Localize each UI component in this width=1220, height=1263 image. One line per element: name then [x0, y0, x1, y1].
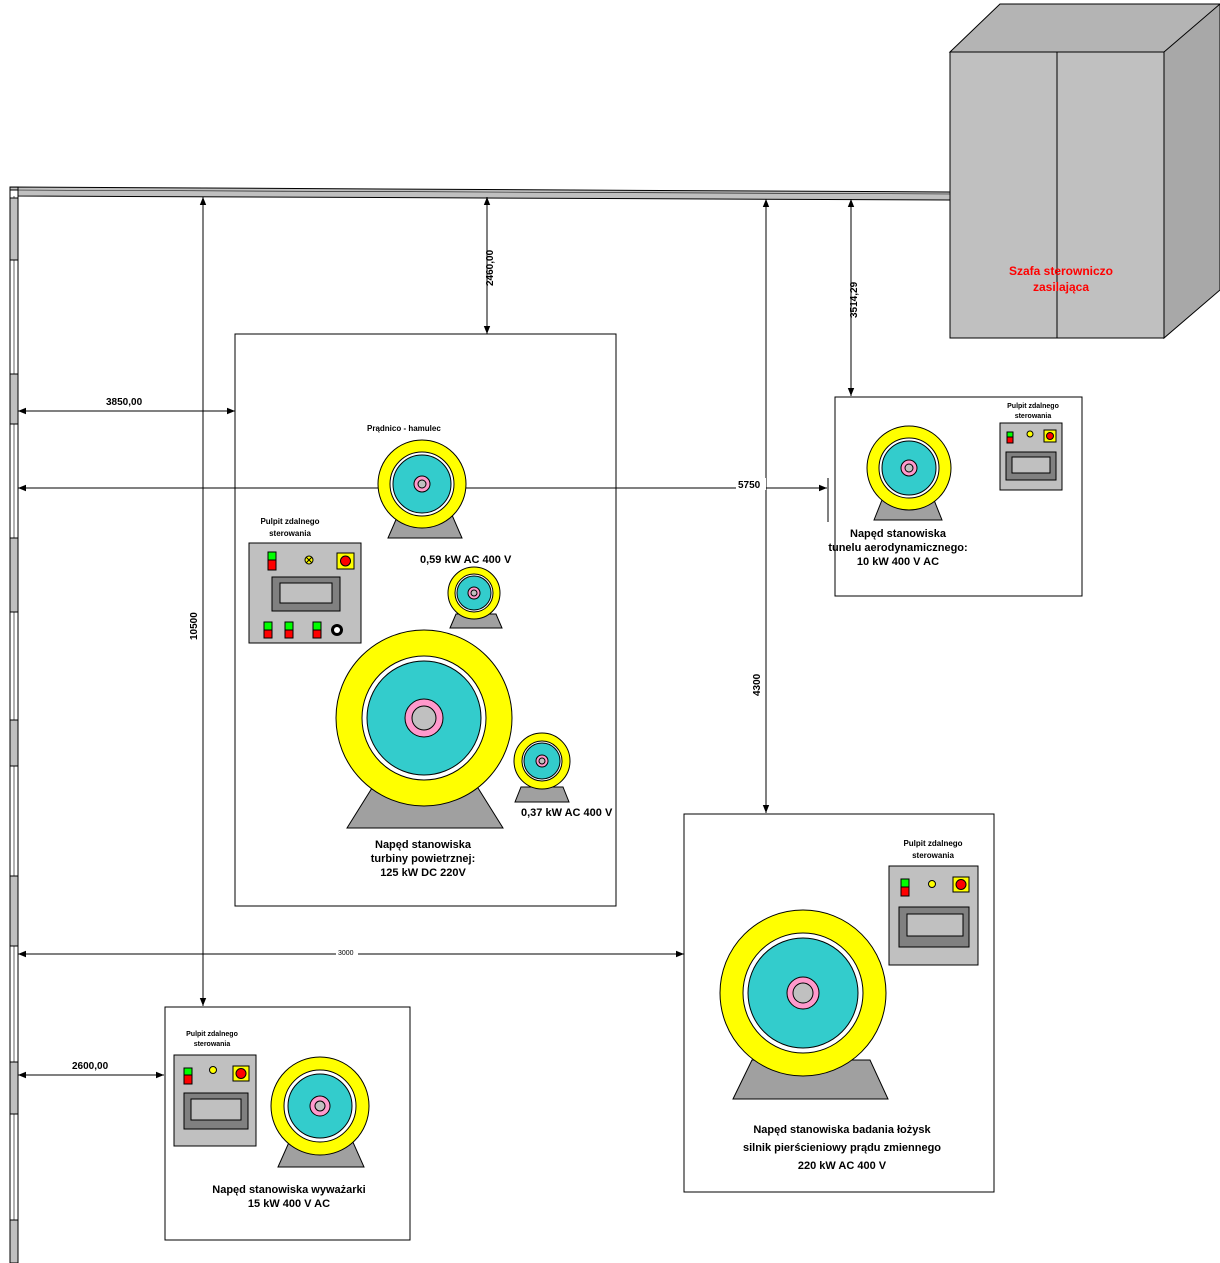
tunnel-label-line2: tunelu aerodynamicznego:: [828, 542, 967, 554]
tunnel-label-line3: 10 kW 400 V AC: [857, 556, 939, 568]
station-tunnel-frame: [834, 396, 1083, 597]
turbine-label-line1: Napęd stanowiska: [375, 839, 472, 851]
turbine-label-line3: 125 kW DC 220V: [380, 867, 466, 879]
bearing-label-line2: silnik pierścieniowy prądu zmiennego: [743, 1142, 941, 1154]
dim-label-2460: 2460,00: [485, 249, 496, 286]
balancer-panel-label-line2: sterowania: [194, 1041, 231, 1048]
station-turbine-frame: [234, 333, 617, 907]
turbine-panel-label-line1: Pulpit zdalnego: [260, 517, 319, 526]
balancer-label-line2: 15 kW 400 V AC: [248, 1198, 330, 1210]
vertical-cable-trunk: [9, 197, 19, 1263]
dim-label-10500: 10500: [189, 612, 200, 640]
bearing-label-line3: 220 kW AC 400 V: [798, 1160, 887, 1172]
balancer-control-panel: [173, 1054, 257, 1147]
generator-brake-motor-icon: [377, 439, 467, 539]
tunnel-control-panel: [999, 422, 1063, 491]
station-balancer-frame: [164, 1006, 411, 1241]
turbine-panel-label-line2: sterowania: [269, 529, 311, 538]
dim-label-4300: 4300: [752, 673, 763, 696]
cabinet-label-line1: Szafa sterowniczo: [1009, 264, 1113, 278]
small-motor-037-icon: [513, 732, 571, 803]
station-bearing-frame: [683, 813, 995, 1193]
tunnel-panel-label-line2: sterowania: [1015, 413, 1052, 420]
turbine-label-line2: turbiny powietrznej:: [371, 853, 476, 865]
dim-label-3850: 3850,00: [106, 397, 143, 408]
balancer-motor-icon: [270, 1056, 370, 1168]
tunnel-label-line1: Napęd stanowiska: [850, 528, 947, 540]
bearing-panel-label-line1: Pulpit zdalnego: [903, 839, 962, 848]
bearing-control-panel: [888, 865, 979, 966]
tunnel-panel-label-line1: Pulpit zdalnego: [1007, 403, 1059, 410]
turbine-pradnico-label: Prądnico - hamulec: [367, 424, 441, 433]
small-motor-059-icon: [447, 566, 503, 629]
bearing-motor-icon: [719, 909, 889, 1100]
turbine-motor-small-a-label: 0,59 kW AC 400 V: [420, 554, 512, 566]
control-cabinet: Szafa sterowniczo zasilająca: [948, 3, 1220, 340]
balancer-label-line1: Napęd stanowiska wyważarki: [212, 1184, 365, 1196]
cabinet-label-line2: zasilająca: [1033, 280, 1089, 294]
bearing-panel-label-line2: sterowania: [912, 851, 954, 860]
main-dc-motor-icon: [335, 629, 513, 829]
turbine-motor-small-b-label: 0,37 kW AC 400 V: [521, 807, 613, 819]
dim-label-3514: 3514,29: [849, 281, 860, 318]
bearing-label-line1: Napęd stanowiska badania łożysk: [753, 1124, 931, 1136]
balancer-panel-label-line1: Pulpit zdalnego: [186, 1031, 238, 1038]
turbine-control-panel: [248, 542, 362, 644]
dim-label-3000: 3000: [338, 950, 354, 957]
tunnel-motor-icon: [866, 425, 952, 521]
dim-label-2600: 2600,00: [72, 1061, 109, 1072]
dim-label-5750: 5750: [738, 480, 761, 491]
